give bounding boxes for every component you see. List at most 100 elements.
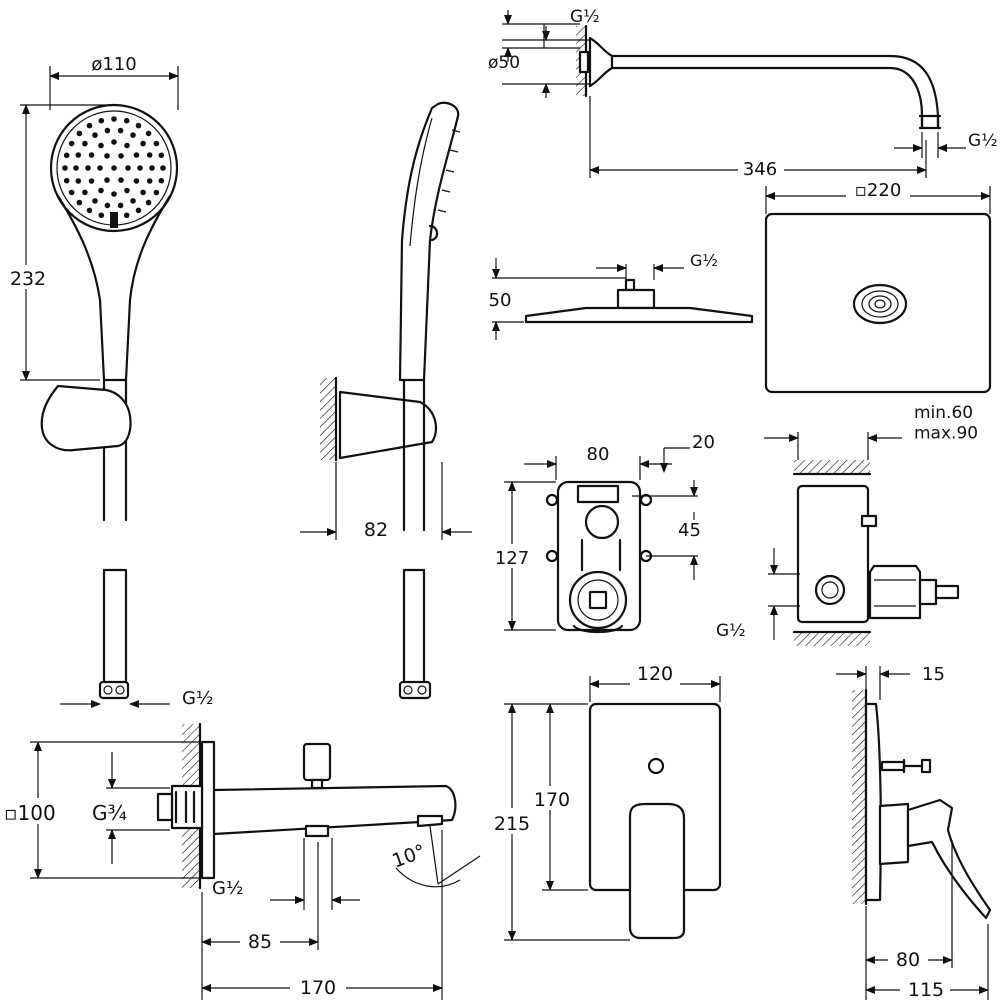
nozzle-dot <box>153 189 160 196</box>
nozzle-dot <box>68 189 75 196</box>
nozzle-dot <box>135 207 142 214</box>
dim-spout-outlet: G½ <box>212 878 243 899</box>
nozzle-dot <box>123 212 130 219</box>
nozzle-dot <box>145 130 152 137</box>
nozzle-dot <box>88 152 95 158</box>
nozzle-dot <box>111 165 117 171</box>
nozzle-dot <box>140 189 146 196</box>
dim-plate-thickness: 15 <box>922 664 945 685</box>
nozzle-dot <box>86 207 93 214</box>
mixer-trim-front-view <box>588 702 722 940</box>
nozzle-dot <box>104 202 111 209</box>
nozzle-dot <box>149 165 155 171</box>
nozzle-dot <box>124 142 130 149</box>
side-nozzle-ticks <box>437 129 461 213</box>
nozzle-dot <box>125 165 131 171</box>
nozzle-dot <box>82 140 88 147</box>
nozzle-dot <box>124 187 130 194</box>
dim-arm-thread-wall: G½ <box>570 7 600 27</box>
dim-handshower-diameter: ø110 <box>91 54 136 75</box>
nozzle-dot <box>98 212 105 219</box>
nozzle-dot <box>75 178 82 184</box>
shower-head-top-view <box>764 212 992 394</box>
dim-plate-height: 170 <box>534 789 570 811</box>
nozzle-dot <box>104 177 110 183</box>
nozzle-dot <box>63 177 70 184</box>
nozzle-dot <box>111 116 117 122</box>
nozzle-dot <box>76 130 83 137</box>
nozzle-dot <box>130 132 136 138</box>
dim-total-depth: 115 <box>908 979 944 1001</box>
handshower-front-view <box>40 103 179 700</box>
nozzle-dot <box>104 153 110 159</box>
nozzle-dot <box>63 152 70 159</box>
nozzle-dot <box>118 153 124 159</box>
nozzle-dot <box>73 165 79 171</box>
nozzle-dot <box>97 165 103 171</box>
nozzle-dot <box>158 177 165 184</box>
nozzle-dot <box>118 177 124 183</box>
concealed-box-side-view <box>792 460 960 646</box>
nozzle-dot <box>82 189 88 196</box>
nozzle-dot <box>145 199 152 206</box>
nozzle-dot <box>68 140 75 147</box>
dim-spout-angle: 10° <box>389 840 428 872</box>
nozzle-dot <box>140 140 146 147</box>
nozzle-dot <box>92 198 98 204</box>
shower-head-side-view <box>524 278 754 324</box>
nozzle-dot <box>160 165 166 171</box>
dim-box-width: 80 <box>587 444 610 465</box>
dim-arm-thread-end: G½ <box>968 131 998 151</box>
nozzle-dot <box>137 165 143 171</box>
nozzle-pattern <box>62 116 166 228</box>
nozzle-dot <box>85 165 91 171</box>
shower-arm-view <box>576 24 942 130</box>
dim-holder-projection: 82 <box>364 519 388 541</box>
nozzle-dot <box>86 122 93 129</box>
nozzle-dot <box>98 117 105 124</box>
nozzle-dot <box>75 152 82 158</box>
nozzle-dot <box>92 132 98 138</box>
nozzle-dot <box>111 139 117 145</box>
concealed-box-front-view <box>545 480 653 634</box>
dim-head-height: 50 <box>489 290 512 311</box>
dim-handshower-length: 232 <box>10 268 46 290</box>
dim-box-height: 127 <box>495 548 529 569</box>
mixer-trim-side-view <box>852 688 992 920</box>
dim-arm-rosette: ø50 <box>488 53 520 73</box>
dim-head-thread: G½ <box>690 251 718 270</box>
dim-box-thread: G½ <box>716 621 746 641</box>
dim-lever-depth: 80 <box>896 949 920 971</box>
nozzle-dot <box>98 187 104 194</box>
nozzle-dot <box>135 122 142 129</box>
nozzle-dot <box>98 142 104 149</box>
nozzle-dot <box>88 178 95 184</box>
dim-spout-length: 170 <box>300 977 336 999</box>
nozzle-dot <box>146 178 153 184</box>
nozzle-dot <box>130 198 136 204</box>
dim-spout-rosette: ▫100 <box>4 801 56 825</box>
dim-plate-width: 120 <box>637 663 673 685</box>
nozzle-dot <box>123 117 130 124</box>
dim-box-offset: 45 <box>678 520 701 541</box>
nozzle-dot <box>153 140 160 147</box>
nozzle-dot <box>62 165 68 171</box>
handshower-side-view <box>320 101 461 700</box>
dim-box-outlet: 20 <box>692 432 715 453</box>
nozzle-dot <box>117 127 124 134</box>
spray-selector-icon <box>110 212 118 228</box>
nozzle-dot <box>111 191 117 197</box>
dim-head-size: ▫220 <box>855 180 902 201</box>
nozzle-dot <box>117 202 124 209</box>
dim-lever-height: 215 <box>494 813 530 835</box>
nozzle-dot <box>146 152 153 158</box>
dim-spout-inlet: G¾ <box>92 801 127 825</box>
dim-arm-projection: 346 <box>743 159 777 180</box>
nozzle-dot <box>133 152 140 158</box>
nozzle-dot <box>158 152 165 159</box>
dim-spout-diverter: 85 <box>248 931 272 953</box>
dim-hose-thread: G½ <box>182 688 213 709</box>
nozzle-dot <box>133 178 140 184</box>
